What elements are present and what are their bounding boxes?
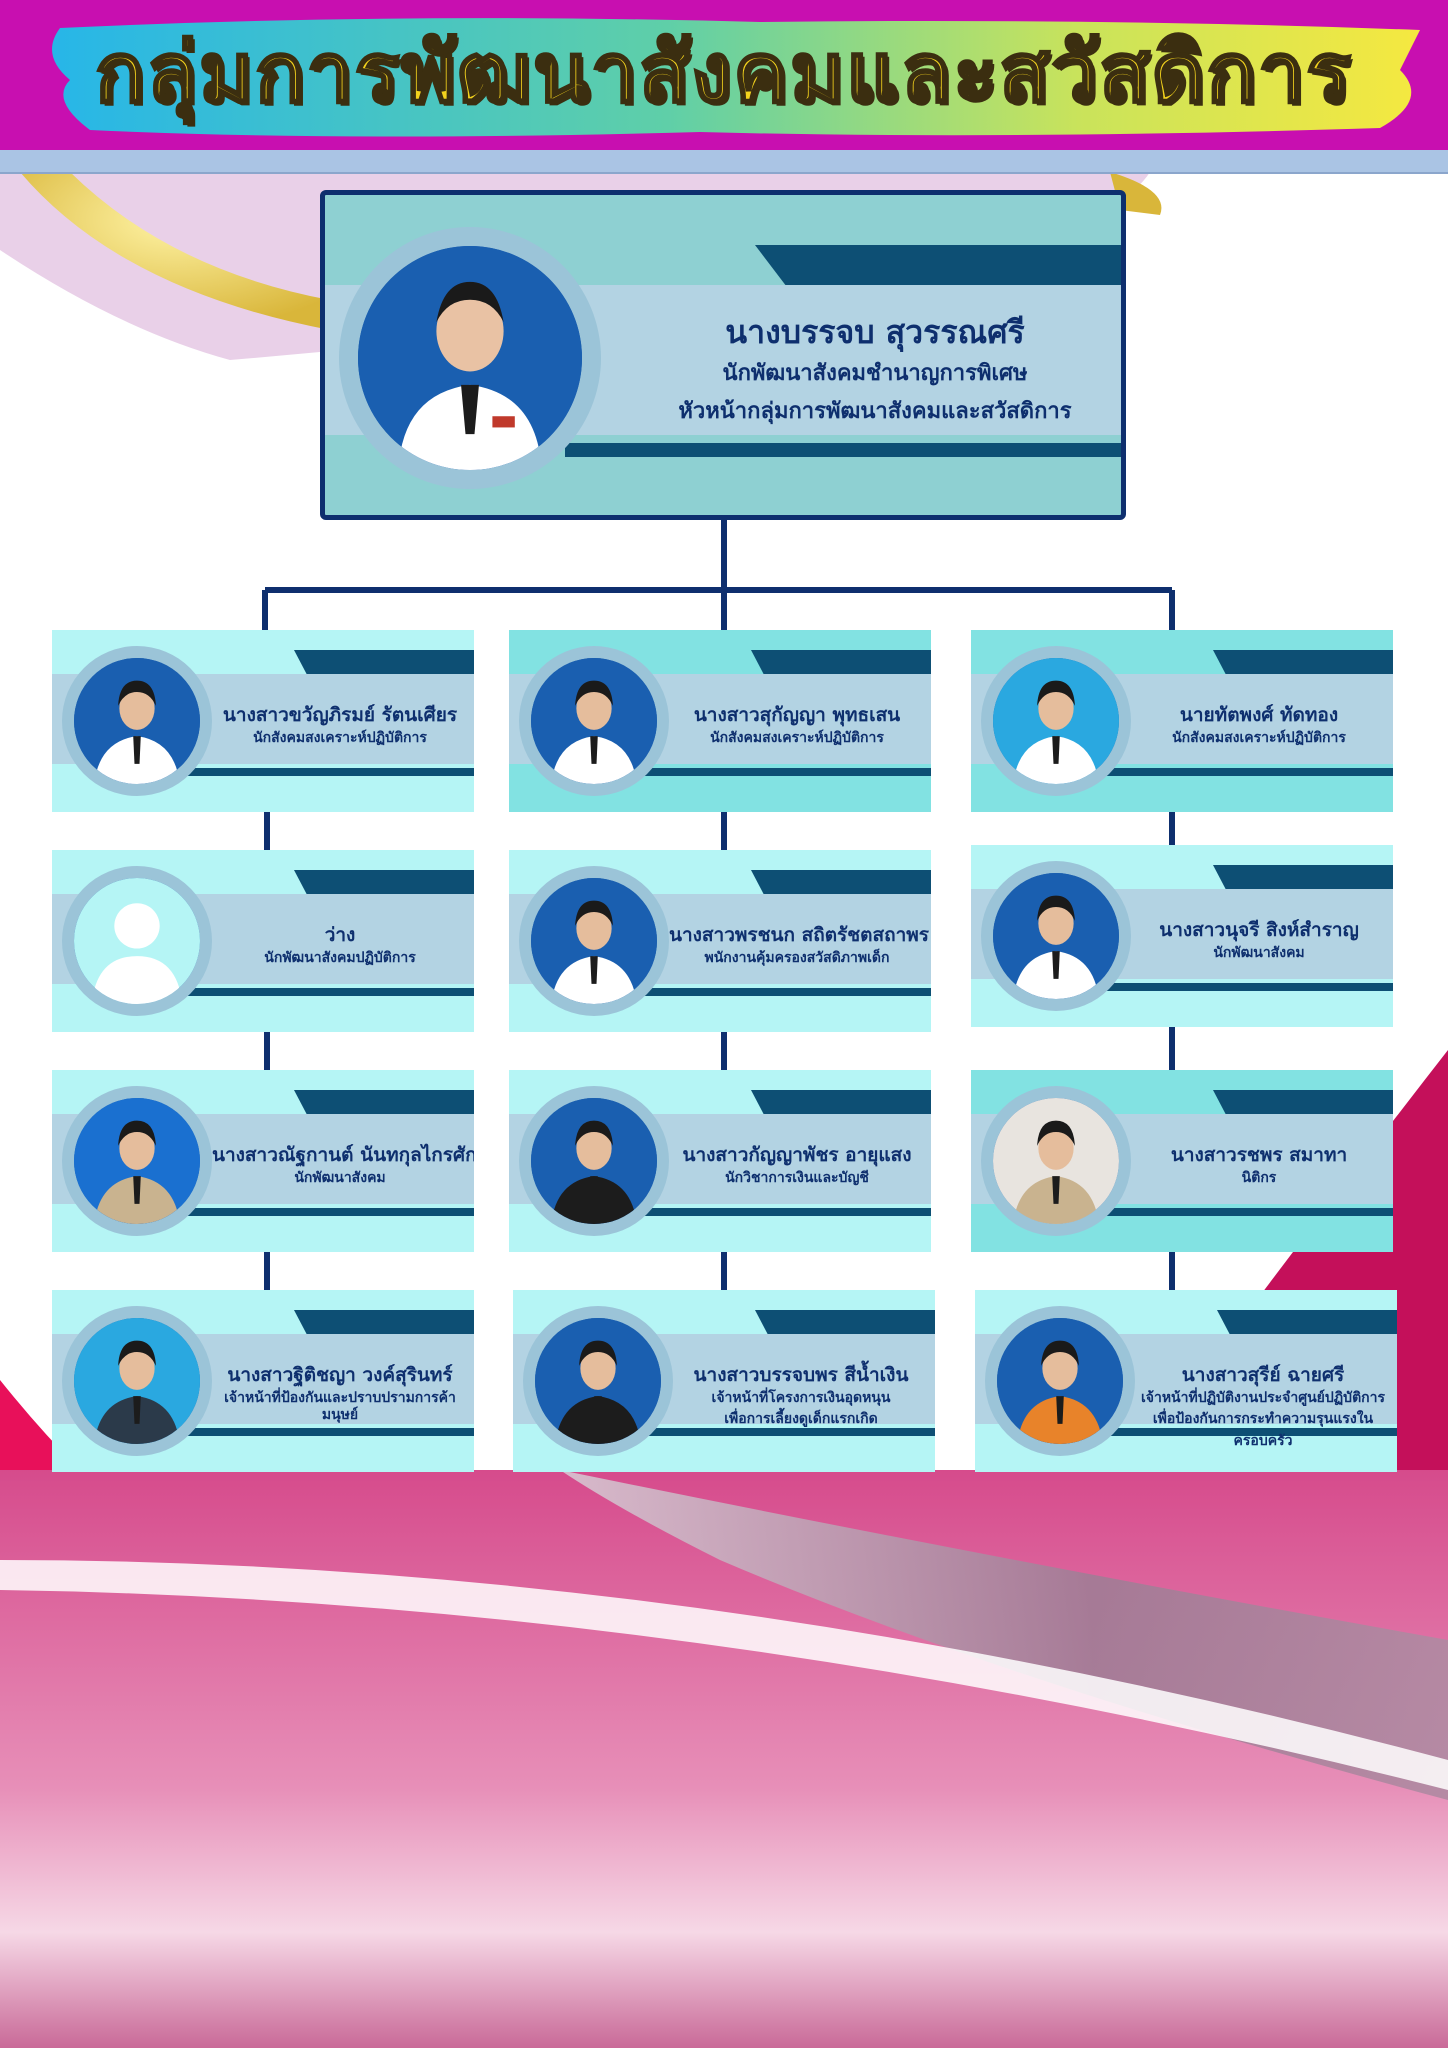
head-position: นักพัฒนาสังคมชำนาญการพิเศษ: [722, 361, 1028, 386]
placeholder-avatar-icon: [74, 878, 200, 1004]
person-photo: [531, 878, 657, 1004]
staff-photo: [74, 1098, 200, 1224]
person-photo: [531, 1098, 657, 1224]
staff-position: นักพัฒนาสังคม: [294, 1170, 386, 1186]
banner-brush-stroke: [52, 18, 1420, 137]
staff-name: นางสาวพรชนก สถิตรัชตสถาพร: [669, 924, 929, 946]
staff-card: นางสาวรชพร สมาทานิติกร: [971, 1070, 1393, 1252]
staff-card: นางสาวสุรีย์ ฉายศรีเจ้าหน้าที่ปฏิบัติงาน…: [975, 1290, 1397, 1472]
staff-photo: [535, 1318, 661, 1444]
card-accent-top: [294, 870, 474, 894]
staff-position-line2: เพื่อป้องกันการกระทำความรุนแรงในครอบครัว: [1152, 1411, 1374, 1449]
staff-photo: [74, 658, 200, 784]
staff-photo: [993, 658, 1119, 784]
card-accent-bottom: [1097, 1428, 1397, 1436]
staff-name: นางสาวรชพร สมาทา: [1170, 1144, 1348, 1166]
staff-position: เจ้าหน้าที่ป้องกันและปราบปรามการค้ามนุษย…: [224, 1390, 456, 1423]
card-accent-bottom: [174, 1208, 474, 1216]
staff-name: นางสาวบรรจบพร สีน้ำเงิน: [693, 1364, 909, 1386]
staff-card: นางสาวณัฐกานต์ นันทกุลไกรศักดิ์นักพัฒนาส…: [52, 1070, 474, 1252]
staff-card: นายทัตพงศ์ ทัดทองนักสังคมสงเคราะห์ปฏิบัต…: [971, 630, 1393, 812]
staff-photo: [531, 878, 657, 1004]
card-accent-top: [1213, 1090, 1393, 1114]
card-accent-top: [294, 1310, 474, 1334]
card-accent-top: [755, 245, 1121, 285]
staff-card: นางสาวนุจรี สิงห์สำราญนักพัฒนาสังคม: [971, 845, 1393, 1027]
person-photo: [997, 1318, 1123, 1444]
card-accent-bottom: [1093, 768, 1393, 776]
staff-name: นางสาวขวัญภิรมย์ รัตนเศียร: [222, 704, 458, 726]
staff-position: เจ้าหน้าที่โครงการเงินอุดหนุน: [711, 1390, 891, 1406]
card-accent-bottom: [1093, 983, 1393, 991]
card-accent-top: [294, 1090, 474, 1114]
card-accent-top: [1213, 650, 1393, 674]
staff-name: นายทัตพงศ์ ทัดทอง: [1179, 704, 1339, 726]
card-accent-top: [1217, 1310, 1397, 1334]
card-accent-bottom: [631, 1208, 931, 1216]
staff-photo: [74, 878, 200, 1004]
person-photo: [993, 873, 1119, 999]
staff-name: นางสาวฐิติชญา วงค์สุรินทร์: [227, 1364, 453, 1386]
card-accent-top: [294, 650, 474, 674]
staff-photo: [997, 1318, 1123, 1444]
staff-card: นางสาวบรรจบพร สีน้ำเงินเจ้าหน้าที่โครงกา…: [513, 1290, 935, 1472]
staff-name: นางสาวสุกัญญา พุทธเสน: [693, 704, 901, 726]
card-accent-top: [755, 1310, 935, 1334]
card-accent-bottom: [174, 1428, 474, 1436]
staff-position: นักพัฒนาสังคม: [1213, 945, 1305, 961]
staff-position-line2: เพื่อการเลี้ยงดูเด็กแรกเกิด: [724, 1411, 878, 1427]
staff-name: นางสาวณัฐกานต์ นันทกุลไกรศักดิ์: [212, 1144, 474, 1166]
person-photo: [74, 658, 200, 784]
card-accent-bottom: [1093, 1208, 1393, 1216]
card-accent-bottom: [174, 988, 474, 996]
person-photo: [993, 658, 1119, 784]
person-photo: [531, 658, 657, 784]
head-of-group-card: นางบรรจบ สุวรรณศรี นักพัฒนาสังคมชำนาญการ…: [320, 190, 1126, 520]
staff-position: นักพัฒนาสังคมปฏิบัติการ: [264, 950, 416, 966]
page-title: กลุ่มการพัฒนาสังคมและสวัสดิการ: [94, 25, 1353, 123]
staff-card: นางสาวฐิติชญา วงค์สุรินทร์เจ้าหน้าที่ป้อ…: [52, 1290, 474, 1472]
staff-card: ว่างนักพัฒนาสังคมปฏิบัติการ: [52, 850, 474, 1032]
card-accent-top: [1213, 865, 1393, 889]
card-accent-bottom: [174, 768, 474, 776]
card-accent-top: [751, 650, 931, 674]
staff-photo: [531, 1098, 657, 1224]
staff-name: นางสาวนุจรี สิงห์สำราญ: [1159, 919, 1359, 941]
head-name: นางบรรจบ สุวรรณศรี: [725, 313, 1025, 351]
head-person-photo: [358, 246, 582, 470]
staff-position: นิติกร: [1241, 1170, 1277, 1186]
staff-photo: [993, 873, 1119, 999]
staff-position: เจ้าหน้าที่ปฏิบัติงานประจำศูนย์ปฏิบัติกา…: [1140, 1390, 1386, 1406]
staff-position: นักวิชาการเงินและบัญชี: [725, 1170, 869, 1186]
staff-position: นักสังคมสงเคราะห์ปฏิบัติการ: [1172, 730, 1346, 746]
staff-card: นางสาวสุกัญญา พุทธเสนนักสังคมสงเคราะห์ปฏ…: [509, 630, 931, 812]
card-accent-top: [751, 1090, 931, 1114]
person-photo: [74, 1098, 200, 1224]
header-banner: กลุ่มการพัฒนาสังคมและสวัสดิการ: [0, 0, 1448, 150]
card-accent-top: [751, 870, 931, 894]
person-photo: [74, 1318, 200, 1444]
card-accent-bottom: [635, 1428, 935, 1436]
staff-card: นางสาวขวัญภิรมย์ รัตนเศียรนักสังคมสงเครา…: [52, 630, 474, 812]
staff-card: นางสาวพรชนก สถิตรัชตสถาพรพนักงานคุ้มครอง…: [509, 850, 931, 1032]
staff-position: นักสังคมสงเคราะห์ปฏิบัติการ: [710, 730, 884, 746]
card-accent-bottom: [565, 443, 1121, 457]
staff-name: ว่าง: [324, 924, 356, 946]
staff-position: พนักงานคุ้มครองสวัสดิภาพเด็ก: [704, 950, 890, 966]
head-role: หัวหน้ากลุ่มการพัฒนาสังคมและสวัสดิการ: [678, 399, 1072, 424]
person-photo: [993, 1098, 1119, 1224]
card-accent-bottom: [631, 988, 931, 996]
staff-photo: [74, 1318, 200, 1444]
staff-photo: [531, 658, 657, 784]
staff-photo: [993, 1098, 1119, 1224]
person-photo: [535, 1318, 661, 1444]
staff-position: นักสังคมสงเคราะห์ปฏิบัติการ: [253, 730, 427, 746]
staff-name: นางสาวสุรีย์ ฉายศรี: [1181, 1364, 1345, 1386]
card-accent-bottom: [631, 768, 931, 776]
staff-card: นางสาวกัญญาพัชร อายุแสงนักวิชาการเงินและ…: [509, 1070, 931, 1252]
banner-underline-strip: [0, 150, 1448, 174]
staff-name: นางสาวกัญญาพัชร อายุแสง: [682, 1144, 912, 1166]
